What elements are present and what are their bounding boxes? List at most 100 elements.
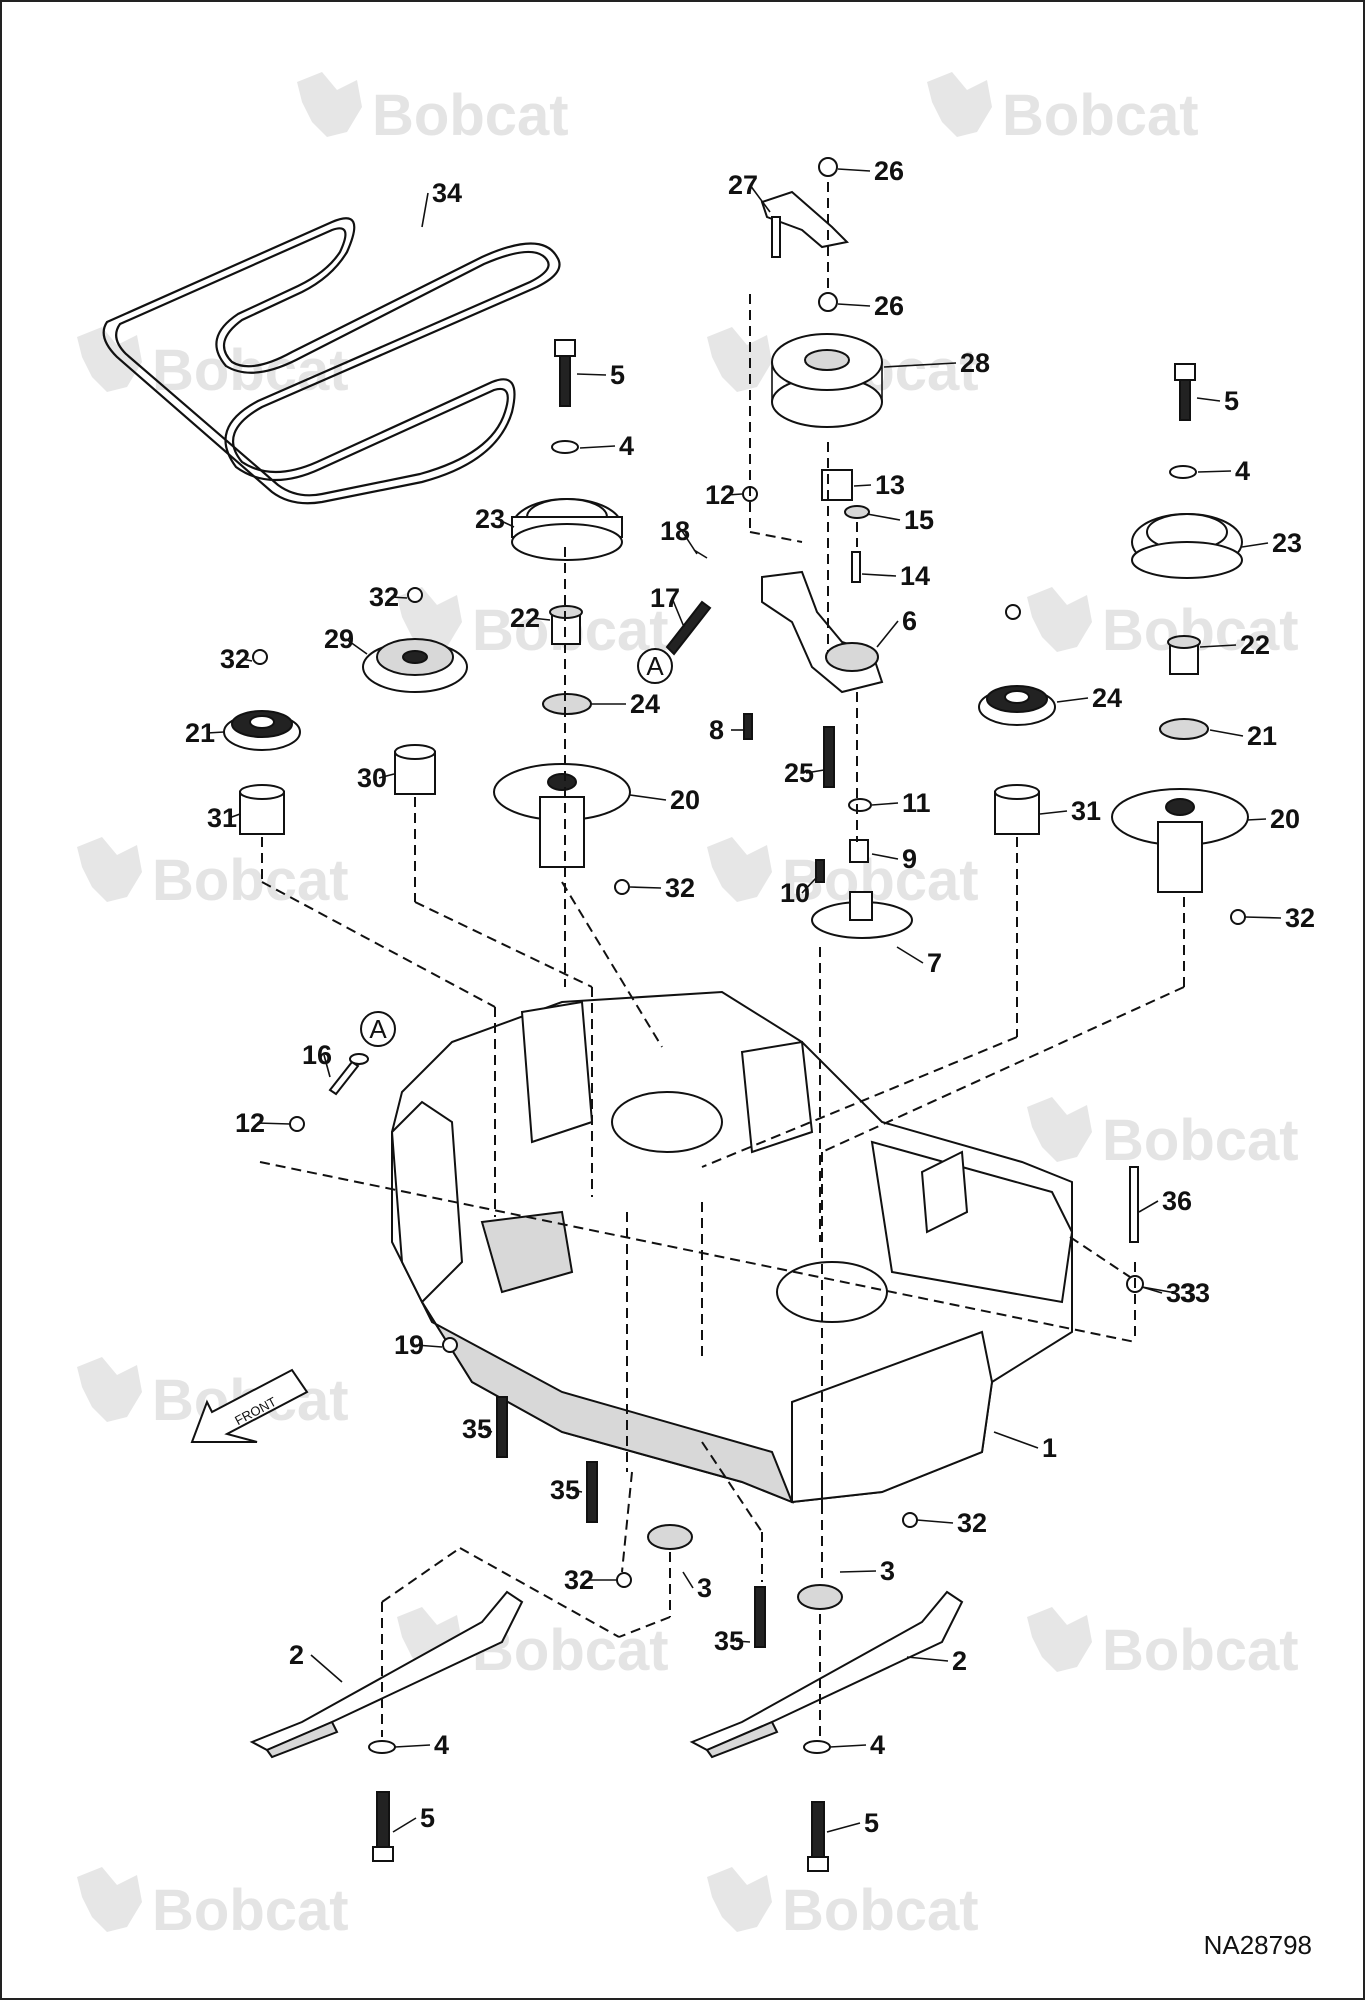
callout-leader xyxy=(1138,1200,1159,1213)
callout-leader xyxy=(853,484,872,487)
bolt-35-b xyxy=(586,1461,598,1523)
svg-text:A: A xyxy=(369,1014,387,1044)
callout-number: 26 xyxy=(874,156,904,186)
bolt-10 xyxy=(815,859,825,883)
bolt-25 xyxy=(823,726,835,788)
callout-leader xyxy=(671,597,685,628)
bolt-35-a xyxy=(496,1396,508,1458)
callout-number: 32 xyxy=(665,873,695,903)
callout-leader xyxy=(531,617,551,621)
nut-33-lower xyxy=(902,1512,918,1528)
callout-number: 32 xyxy=(369,582,399,612)
callout-number: 12 xyxy=(235,1108,265,1138)
callout-leader xyxy=(323,1054,331,1078)
watermark-text: Bobcat xyxy=(372,83,569,148)
callout-leader xyxy=(839,1570,877,1573)
callout-leader xyxy=(871,802,899,806)
callout-number: 4 xyxy=(1235,456,1250,486)
bobcat-watermark-logo: Bobcat xyxy=(1027,587,1299,663)
callout-number: 36 xyxy=(1162,1186,1192,1216)
callout-number: 16 xyxy=(302,1040,332,1070)
spindle-right xyxy=(1111,788,1249,893)
callout-number: 10 xyxy=(780,878,810,908)
bolt-36 xyxy=(1129,1166,1139,1243)
spacer-31-left xyxy=(239,784,285,835)
callout-number: 28 xyxy=(960,348,990,378)
callout-number: 23 xyxy=(1272,528,1302,558)
washer-4-top-left xyxy=(551,440,579,454)
spacer-31-right xyxy=(994,784,1040,835)
callout-leader xyxy=(206,731,225,734)
idler-pulley-28 xyxy=(771,333,883,428)
callout-number: 4 xyxy=(434,1730,449,1760)
callout-number: 20 xyxy=(670,785,700,815)
callout-number: 22 xyxy=(1240,630,1270,660)
callout-leader xyxy=(876,620,899,648)
drive-belt xyxy=(102,217,561,505)
bobcat-watermark-logo: Bobcat xyxy=(77,1867,349,1943)
callout-number: 29 xyxy=(324,624,354,654)
reference-marker-a-lower: A xyxy=(360,1011,396,1047)
callout-leader xyxy=(392,1817,417,1833)
blade-right xyxy=(689,1590,964,1759)
nut-32-b xyxy=(407,587,423,603)
callout-leader xyxy=(483,1428,493,1433)
callout-leader xyxy=(390,596,408,599)
watermark-text: Bobcat xyxy=(1102,598,1299,663)
callout-leader xyxy=(749,184,771,213)
callout-number: 34 xyxy=(432,178,462,208)
pin-16 xyxy=(328,1060,360,1096)
callout-number: 13 xyxy=(875,470,905,500)
idler-pulley-24-right xyxy=(978,685,1056,726)
watermark-text: Bobcat xyxy=(782,1878,979,1943)
callout-number: 17 xyxy=(650,583,680,613)
washer-11 xyxy=(848,798,872,812)
callout-number: 33 xyxy=(1166,1278,1196,1308)
drawing-number: NA28798 xyxy=(1204,1930,1312,1960)
bobcat-watermark-logo: Bobcat xyxy=(1027,1097,1299,1173)
watermark-text: Bobcat xyxy=(1002,83,1199,148)
bearing-22-right xyxy=(1167,635,1201,675)
callout-number: 7 xyxy=(927,948,942,978)
bobcat-watermark-logo: Bobcat xyxy=(77,837,349,913)
spring-17 xyxy=(665,600,712,656)
callout-number: 24 xyxy=(1092,683,1122,713)
bobcat-watermark-logo: Bobcat xyxy=(1027,1607,1299,1683)
callout-number: 6 xyxy=(902,606,917,636)
assembly-lines xyxy=(259,182,1185,1737)
callout-leader xyxy=(1199,644,1237,648)
callout-leader xyxy=(883,362,957,368)
callout-number: 26 xyxy=(874,291,904,321)
bobcat-watermark-logo: Bobcat xyxy=(297,72,569,148)
callout-number: 32 xyxy=(957,1508,987,1538)
callout-leader xyxy=(916,1519,954,1524)
watermark-text: Bobcat xyxy=(1102,1108,1299,1173)
callout-leader xyxy=(801,876,818,894)
cap-15 xyxy=(844,505,870,519)
bobcat-watermark-logo: Bobcat xyxy=(927,72,1199,148)
bolt-5-top-left xyxy=(554,339,576,407)
callout-leader xyxy=(421,192,429,228)
callout-number: 32 xyxy=(220,644,250,674)
callout-number: 24 xyxy=(630,689,660,719)
bobcat-watermark-logo: Bobcat xyxy=(77,327,349,403)
callout-number: 1 xyxy=(1042,1433,1057,1463)
callout-number: 32 xyxy=(564,1565,594,1595)
bolt-5-bottom-left xyxy=(372,1791,394,1862)
bracket-27 xyxy=(760,190,850,258)
callout-leader xyxy=(837,303,871,307)
callout-leader xyxy=(861,573,897,577)
svg-text:A: A xyxy=(646,651,664,681)
callout-leader xyxy=(829,1744,867,1748)
callout-number: 9 xyxy=(902,844,917,874)
callout-leader xyxy=(1196,397,1221,402)
callout-number: 20 xyxy=(1270,804,1300,834)
callout-number: 27 xyxy=(728,170,758,200)
callout-leader xyxy=(735,1640,751,1643)
callout-leader xyxy=(629,886,662,889)
bolt-14 xyxy=(851,551,861,583)
bobcat-watermark-logo: Bobcat xyxy=(77,1357,349,1433)
callout-number: 32 xyxy=(1285,903,1315,933)
